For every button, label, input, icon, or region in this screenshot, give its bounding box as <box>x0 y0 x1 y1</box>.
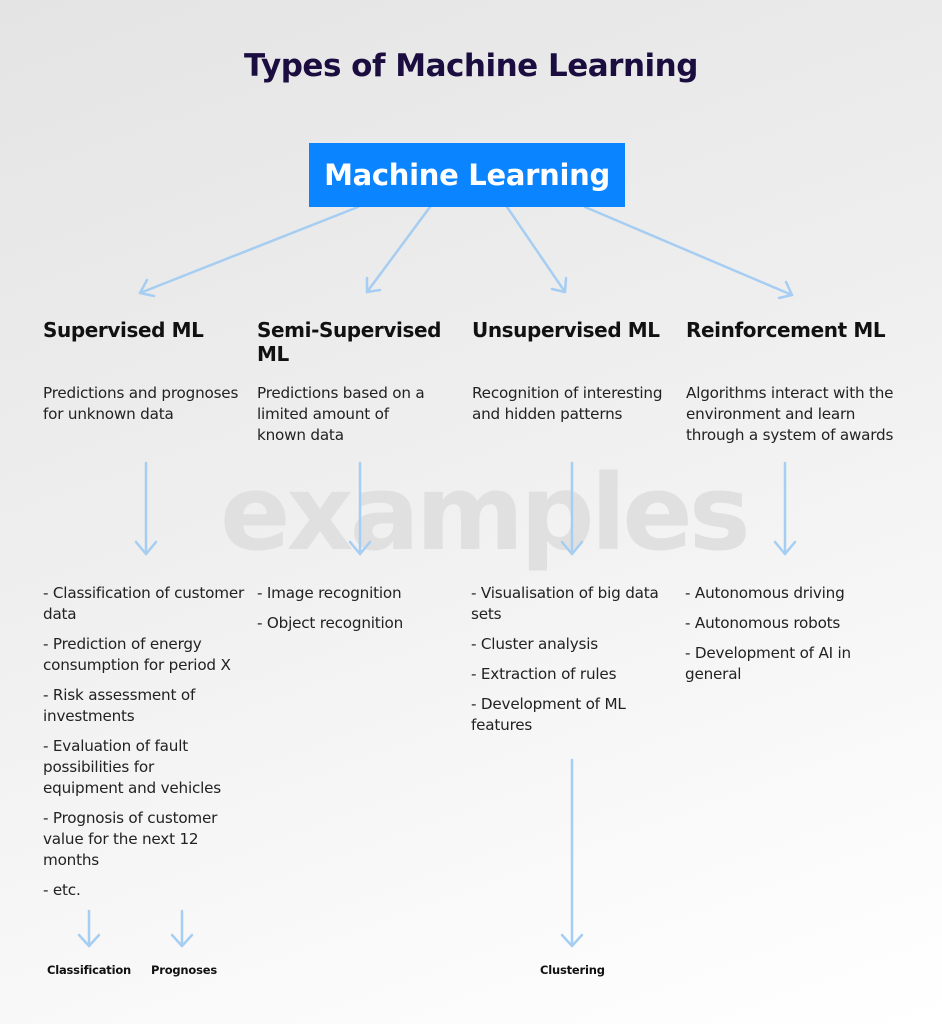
supervised-ml-examples: - Classification of customer data - Pred… <box>43 583 248 910</box>
example-item: - etc. <box>43 881 81 899</box>
example-item: - Risk assessment of investments <box>43 686 196 725</box>
unsupervised-ml-title: Unsupervised ML <box>472 318 660 342</box>
machine-learning-root-node: Machine Learning <box>309 143 625 207</box>
arrow-unsupervised-examples <box>560 461 584 556</box>
example-item: - Evaluation of fault possibilities for … <box>43 737 222 797</box>
arrow-root-to-reinforcement <box>583 205 794 300</box>
example-item: - Autonomous driving <box>685 584 845 602</box>
arrow-semi-supervised-examples <box>348 461 372 556</box>
example-item: - Extraction of rules <box>471 665 617 683</box>
example-item: - Autonomous robots <box>685 614 841 632</box>
outcome-prognoses: Prognoses <box>151 963 218 977</box>
example-item: - Object recognition <box>257 614 404 632</box>
example-item: - Development of ML features <box>471 695 626 734</box>
example-item: - Prediction of energy consumption for p… <box>43 635 231 674</box>
arrow-to-prognoses <box>170 909 194 948</box>
arrow-supervised-examples <box>134 461 158 556</box>
unsupervised-ml-description: Recognition of interesting and hidden pa… <box>472 384 663 423</box>
supervised-ml-title: Supervised ML <box>43 318 204 342</box>
semi-supervised-ml-examples: - Image recognition - Object recognition <box>257 583 462 643</box>
arrow-root-to-unsupervised <box>505 205 568 294</box>
example-item: - Prognosis of customer value for the ne… <box>43 809 218 869</box>
arrow-to-classification <box>77 909 101 948</box>
example-item: - Development of AI in general <box>685 644 851 683</box>
example-item: - Cluster analysis <box>471 635 598 653</box>
example-item: - Image recognition <box>257 584 402 602</box>
example-item: - Visualisation of big data sets <box>471 584 659 623</box>
arrow-root-to-semi-supervised <box>365 205 432 294</box>
supervised-ml-description: Predictions and prognoses for unknown da… <box>43 384 239 423</box>
arrow-reinforcement-examples <box>773 461 797 556</box>
example-item: - Classification of customer data <box>43 584 245 623</box>
reinforcement-ml-examples: - Autonomous driving - Autonomous robots… <box>685 583 870 694</box>
semi-supervised-ml-title: Semi-Supervised ML <box>257 318 442 366</box>
examples-watermark: examples <box>220 452 751 574</box>
unsupervised-ml-examples: - Visualisation of big data sets - Clust… <box>471 583 676 745</box>
reinforcement-ml-title: Reinforcement ML <box>686 318 886 342</box>
outcome-classification: Classification <box>47 963 132 977</box>
arrow-root-to-supervised <box>138 205 360 298</box>
arrow-to-clustering <box>560 758 584 948</box>
outcome-clustering: Clustering <box>540 963 605 977</box>
diagram-title: Types of Machine Learning <box>244 48 698 84</box>
reinforcement-ml-description: Algorithms interact with the environment… <box>686 384 894 444</box>
semi-supervised-ml-description: Predictions based on a limited amount of… <box>257 384 425 444</box>
